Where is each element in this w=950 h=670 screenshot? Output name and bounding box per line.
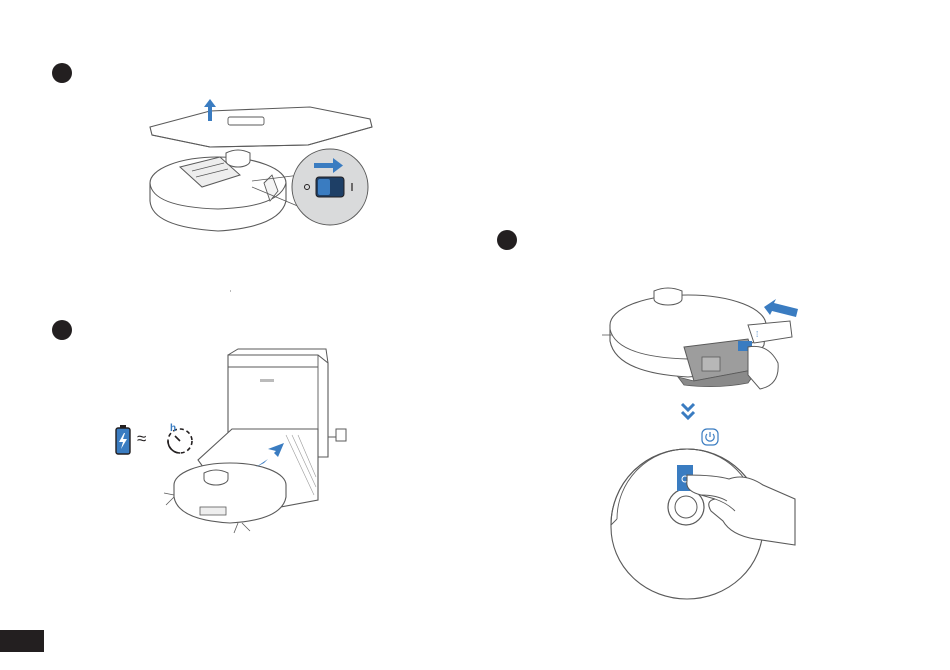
page-tab [0,630,44,652]
illustration-open-cover-switch [140,95,380,255]
double-chevron-down-icon [680,402,696,420]
illustration-press-power [605,455,805,600]
illustration-insert-mop: ⁞ [598,285,808,395]
step-marker-3 [497,230,517,250]
stray-mark [230,290,231,292]
svg-text:⁞: ⁞ [756,330,758,339]
clock-hours-icon: h [165,422,195,456]
step-marker-2 [52,320,72,340]
step-marker-1 [52,63,72,83]
charging-plug-icon [328,429,346,441]
push-arrow-icon [764,299,798,317]
power-icon [701,428,719,446]
illustration-charging-dock [168,345,358,540]
battery-icon [115,425,131,455]
clock-hour-label: h [170,423,176,434]
approx-symbol: ≈ [137,429,146,449]
